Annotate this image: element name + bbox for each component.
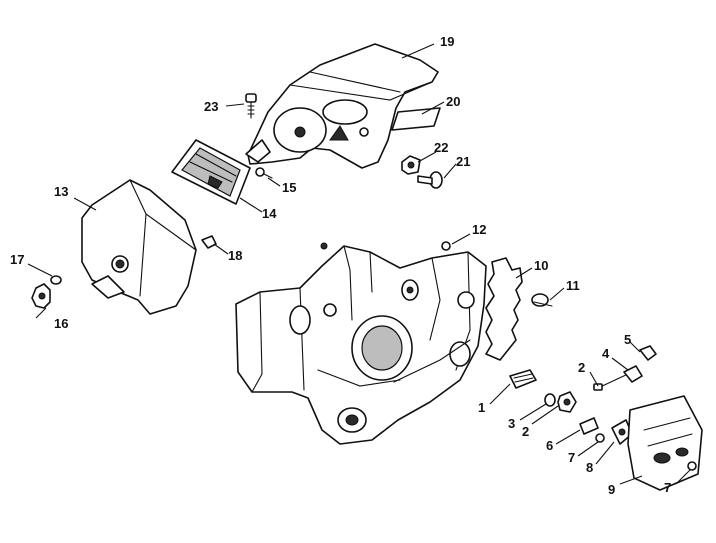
callout-18: 18 xyxy=(228,248,242,263)
part-tensioner-screw xyxy=(593,373,629,391)
part-screw-7b xyxy=(687,461,697,471)
callout-13: 13 xyxy=(54,184,68,199)
part-nut-2-lower xyxy=(557,391,577,413)
callout-4: 4 xyxy=(602,346,610,361)
callout-2-lower: 2 xyxy=(522,424,529,439)
part-nut-17 xyxy=(50,275,62,285)
part-air-filter xyxy=(171,139,251,205)
callout-10: 10 xyxy=(534,258,548,273)
part-nut-5 xyxy=(639,345,657,361)
part-knob-16 xyxy=(31,283,51,309)
callout-14: 14 xyxy=(262,206,277,221)
callout-16: 16 xyxy=(54,316,68,331)
callout-15: 15 xyxy=(282,180,296,195)
part-screw-23 xyxy=(245,93,257,119)
part-screw-7a xyxy=(595,433,605,443)
callout-11: 11 xyxy=(566,278,580,293)
part-ring-3 xyxy=(544,393,556,407)
part-tensioner-slide xyxy=(623,365,643,383)
part-screw-12 xyxy=(441,241,451,251)
part-cover xyxy=(81,179,197,315)
callout-23: 23 xyxy=(204,99,218,114)
callout-7-middle: 7 xyxy=(568,450,575,465)
part-shroud xyxy=(245,43,439,169)
callout-labels: 19 20 23 22 21 15 14 13 18 17 16 12 10 1… xyxy=(10,34,671,497)
part-washer-plate xyxy=(579,417,599,435)
callout-8: 8 xyxy=(586,460,593,475)
part-sprocket-cover xyxy=(627,395,703,491)
part-crankcase xyxy=(235,242,487,445)
callout-1: 1 xyxy=(478,400,485,415)
part-stud-11 xyxy=(531,293,553,307)
part-knob-21 xyxy=(417,171,443,189)
callout-17: 17 xyxy=(10,252,24,267)
callout-2-upper: 2 xyxy=(578,360,585,375)
callout-12: 12 xyxy=(472,222,486,237)
callout-22: 22 xyxy=(434,140,448,155)
callout-7-right: 7 xyxy=(664,480,671,495)
part-clip-18 xyxy=(201,235,217,249)
callout-9: 9 xyxy=(608,482,615,497)
callout-6: 6 xyxy=(546,438,553,453)
leader-lines xyxy=(27,43,691,485)
part-screw-15 xyxy=(255,167,273,179)
callout-20: 20 xyxy=(446,94,460,109)
part-chain-guide-plate xyxy=(485,257,523,361)
part-nut-22 xyxy=(401,155,421,175)
callout-5: 5 xyxy=(624,332,631,347)
part-bar-stud xyxy=(509,369,537,389)
callout-3: 3 xyxy=(508,416,515,431)
callout-21: 21 xyxy=(456,154,470,169)
part-decal xyxy=(391,107,441,131)
callout-19: 19 xyxy=(440,34,454,49)
